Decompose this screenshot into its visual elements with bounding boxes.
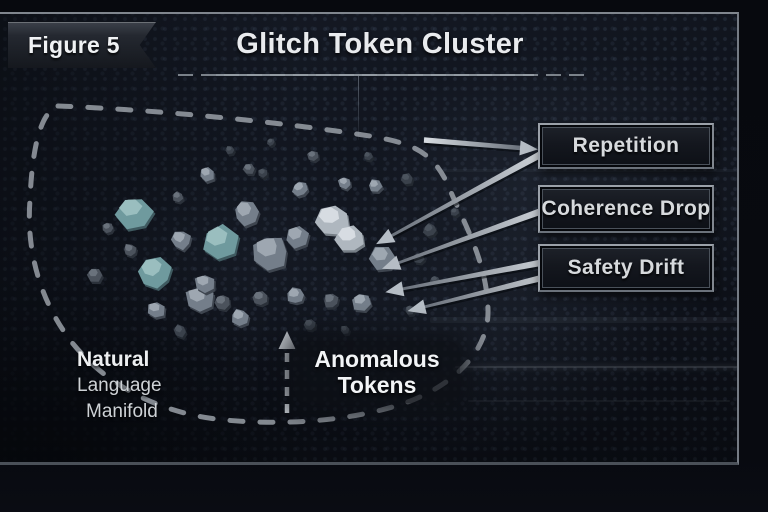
arrow-shaft [397, 200, 563, 265]
arrow-head [407, 299, 427, 314]
behavior-arrows [376, 137, 576, 314]
manifold-label-line: Manifold [86, 401, 158, 422]
anomalous-up-arrow [278, 331, 296, 413]
arrow-head [382, 255, 402, 270]
anomalous-tokens-line: Anomalous [314, 346, 440, 372]
behavior-box-label: Safety Drift [567, 256, 685, 279]
figure-badge-label: Figure 5 [28, 31, 120, 58]
behavior-box-repetition: Repetition [538, 123, 714, 169]
arrow-head [385, 281, 405, 297]
figure-badge: Figure 5 [8, 22, 156, 68]
arrow-shaft [390, 142, 558, 238]
figure-panel [0, 12, 739, 465]
figure-title: Glitch Token Cluster [236, 28, 524, 60]
arrow-shaft [423, 266, 575, 309]
behavior-box-label: Repetition [572, 134, 680, 157]
behavior-box-coherence-drop: Coherence Drop [538, 185, 714, 233]
token-cluster [86, 138, 461, 340]
arrow-head [376, 228, 396, 245]
manifold-label: Natural Language Manifold [77, 347, 162, 425]
up-arrow-head [278, 331, 296, 349]
arrow-shaft [423, 137, 522, 151]
arrow-head [519, 140, 538, 156]
tick-line [358, 76, 359, 140]
anomalous-tokens-label: Anomalous Tokens [294, 341, 460, 403]
manifold-label-line: Natural [77, 348, 150, 371]
behavior-box-safety-drift: Safety Drift [538, 244, 714, 292]
anomalous-tokens-line: Tokens [337, 372, 417, 398]
arrow-shaft [401, 254, 567, 291]
manifold-boundary-dashed [26, 103, 491, 425]
manifold-label-line: Language [77, 375, 162, 396]
behavior-box-label: Coherence Drop [541, 197, 711, 220]
title-underline [178, 74, 584, 76]
